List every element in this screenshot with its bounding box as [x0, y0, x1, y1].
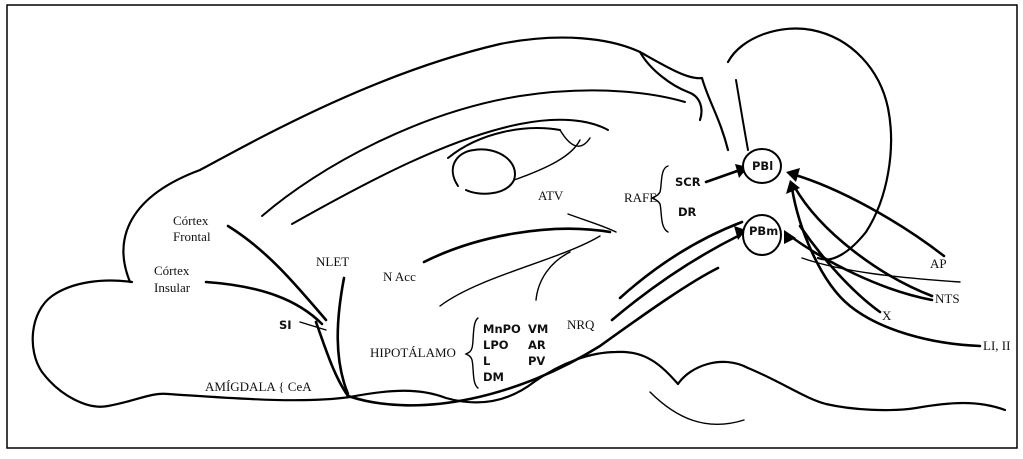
hippocampus-detail [514, 130, 590, 180]
label-li-ii: LI, II [983, 338, 1010, 353]
label-mnpo: MnPO [483, 322, 521, 336]
cortex-outline [123, 38, 728, 282]
label-cortex-frontal-1: Córtex [173, 213, 209, 228]
label-pv: PV [528, 354, 545, 368]
path-amygdala [316, 322, 348, 396]
arrowhead-nts-pbm [784, 230, 796, 244]
label-scr: SCR [675, 175, 701, 189]
path-scr-pbl [706, 170, 740, 182]
label-nts: NTS [935, 291, 960, 306]
corpus-callosum-inner [292, 120, 608, 224]
label-ar: AR [528, 338, 546, 352]
figure-border [7, 5, 1017, 448]
tectum-outline [640, 52, 702, 120]
label-dm: DM [483, 370, 504, 384]
label-ap: AP [930, 256, 947, 271]
path-ventral-bundle [348, 268, 718, 405]
path-hypothalamus-vm [536, 252, 570, 300]
path-nts-pbm [790, 236, 932, 300]
label-pbm: PBm [749, 224, 778, 238]
ventral-fold [650, 392, 744, 424]
arrowhead-ap [786, 168, 800, 182]
cerebellum-fissure [736, 80, 748, 150]
label-l: L [483, 354, 491, 368]
label-nrq: NRQ [567, 317, 595, 332]
hippocampus-loop [453, 149, 515, 193]
label-cortex-insular-2: Insular [154, 280, 191, 295]
path-cortex-frontal [228, 226, 326, 320]
path-cortex-insular [206, 282, 322, 324]
label-rafe: RAFE [624, 190, 657, 205]
label-n-acc: N Acc [383, 269, 416, 284]
label-nlet: NLET [316, 254, 349, 269]
corpus-callosum-outer [262, 90, 685, 216]
hippocampus-upper [448, 128, 560, 158]
path-nrq [612, 236, 738, 320]
path-nlet-descending [338, 278, 348, 394]
labels: Córtex Frontal Córtex Insular SI AMÍGDAL… [154, 159, 1010, 394]
label-cortex-frontal-2: Frontal [173, 229, 211, 244]
hypothalamus-brace [466, 318, 478, 388]
label-dr: DR [678, 205, 697, 219]
label-x: X [882, 308, 892, 323]
label-si: SI [279, 318, 292, 332]
label-pbl: PBl [752, 159, 773, 173]
label-hipotalamo: HIPOTÁLAMO [370, 345, 456, 360]
projection-pathways [206, 164, 980, 405]
label-cortex-insular-1: Córtex [154, 263, 190, 278]
path-nts-pbl [794, 186, 932, 296]
olfactory-bulb-outline [33, 281, 168, 407]
label-lpo: LPO [483, 338, 509, 352]
label-atv: ATV [538, 188, 564, 203]
label-vm: VM [528, 322, 548, 336]
path-nrq-lower [620, 222, 742, 298]
label-amigdala: AMÍGDALA { CeA [205, 379, 312, 394]
